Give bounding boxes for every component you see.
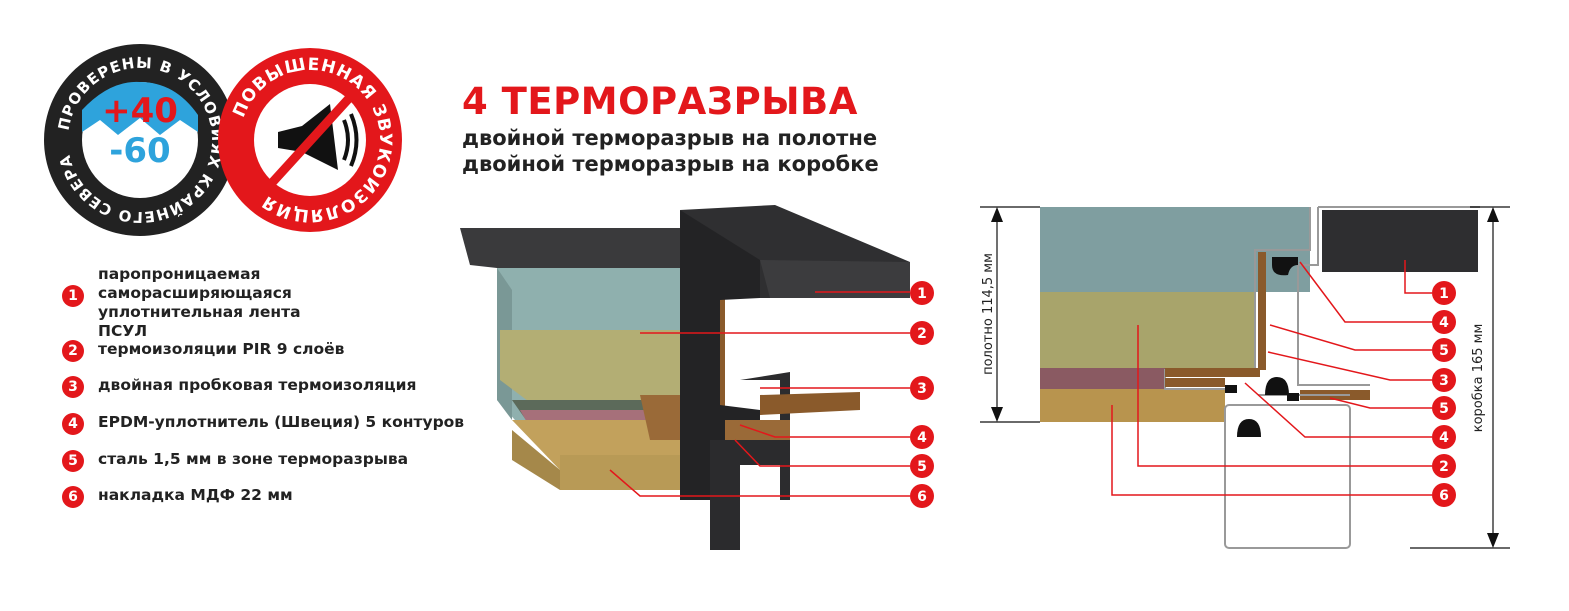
section-callout-1: 1 [1432, 281, 1456, 305]
subtitle-frame: двойной терморазрыв на коробке [462, 152, 879, 176]
section-callout-3: 3 [1432, 368, 1456, 392]
callout-lines-section [1111, 260, 1432, 496]
callouts-section: 1 4 5 3 5 4 2 6 [1432, 281, 1456, 507]
svg-text:6: 6 [1439, 488, 1449, 504]
badges: ПРОВЕРЕНЫ В УСЛОВИЯХ КРАЙНЕГО СЕВЕРА +40… [44, 44, 402, 236]
section-callout-6: 6 [1432, 483, 1456, 507]
svg-text:2: 2 [1439, 459, 1449, 475]
svg-text:4: 4 [917, 430, 927, 446]
section-callout-4b: 4 [1432, 425, 1456, 449]
svg-text:1: 1 [1439, 286, 1449, 302]
temp-high: +40 [102, 91, 178, 131]
callouts-3d: 1 2 3 4 5 6 [910, 281, 934, 508]
dim-frame-label: коробка 165 мм [1471, 324, 1486, 433]
section-callout-4: 4 [1432, 310, 1456, 334]
legend-text: накладка МДФ 22 мм [98, 486, 293, 504]
svg-text:5: 5 [1439, 401, 1449, 417]
legend-text: паропроницаемая саморасширяющаяся уплотн… [98, 265, 301, 340]
callout-1: 1 [910, 281, 934, 305]
svg-text:3: 3 [917, 381, 927, 397]
svg-text:6: 6 [917, 489, 927, 505]
legend-number: 4 [62, 413, 84, 435]
section-callout-5b: 5 [1432, 396, 1456, 420]
callout-6: 6 [910, 484, 934, 508]
callout-2: 2 [910, 321, 934, 345]
dimension-lines [980, 206, 1510, 549]
door-3d-cutaway [460, 205, 910, 550]
sound-badge: ПОВЫШЕННАЯ ЗВУКОИЗОЛЯЦИЯ [218, 48, 402, 232]
legend-item: 4 EPDM-уплотнитель (Швеция) 5 контуров [62, 413, 464, 435]
legend-item: 1 паропроницаемая саморасширяющаяся уплот… [62, 265, 328, 341]
callout-3: 3 [910, 376, 934, 400]
dim-leaf-label: полотно 114,5 мм [981, 253, 996, 375]
door-section-drawing: полотно 114,5 мм коробка 165 мм [980, 206, 1510, 549]
page-title: 4 ТЕРМОРАЗРЫВА [462, 80, 858, 123]
svg-text:4: 4 [1439, 315, 1449, 331]
legend-number: 5 [62, 450, 84, 472]
callout-lines-3d [609, 291, 910, 497]
svg-text:2: 2 [917, 326, 927, 342]
legend-item: 2 термоизоляции PIR 9 слоёв [62, 340, 345, 362]
epdm-seals [1225, 257, 1299, 437]
svg-text:5: 5 [1439, 343, 1449, 359]
svg-text:4: 4 [1439, 430, 1449, 446]
legend-number: 6 [62, 486, 84, 508]
svg-text:3: 3 [1439, 373, 1449, 389]
legend-item: 6 накладка МДФ 22 мм [62, 486, 293, 508]
callout-4: 4 [910, 425, 934, 449]
legend-number: 2 [62, 340, 84, 362]
temp-low: -60 [109, 131, 170, 171]
legend-text: сталь 1,5 мм в зоне терморазрыва [98, 450, 409, 468]
legend-text: EPDM-уплотнитель (Швеция) 5 контуров [98, 413, 465, 431]
section-callout-2: 2 [1432, 454, 1456, 478]
north-badge: ПРОВЕРЕНЫ В УСЛОВИЯХ КРАЙНЕГО СЕВЕРА +40… [44, 44, 236, 236]
legend-number: 3 [62, 376, 84, 398]
svg-text:5: 5 [917, 459, 927, 475]
legend-number: 1 [62, 285, 84, 307]
section-callout-5: 5 [1432, 338, 1456, 362]
legend-item: 3 двойная пробковая термоизоляция [62, 376, 416, 398]
callout-5: 5 [910, 454, 934, 478]
legend-text: термоизоляции PIR 9 слоёв [98, 340, 345, 358]
legend-item: 5 сталь 1,5 мм в зоне терморазрыва [62, 450, 408, 472]
svg-text:1: 1 [917, 286, 927, 302]
subtitle-leaf: двойной терморазрыв на полотне [462, 126, 878, 150]
legend-text: двойная пробковая термоизоляция [98, 376, 417, 394]
